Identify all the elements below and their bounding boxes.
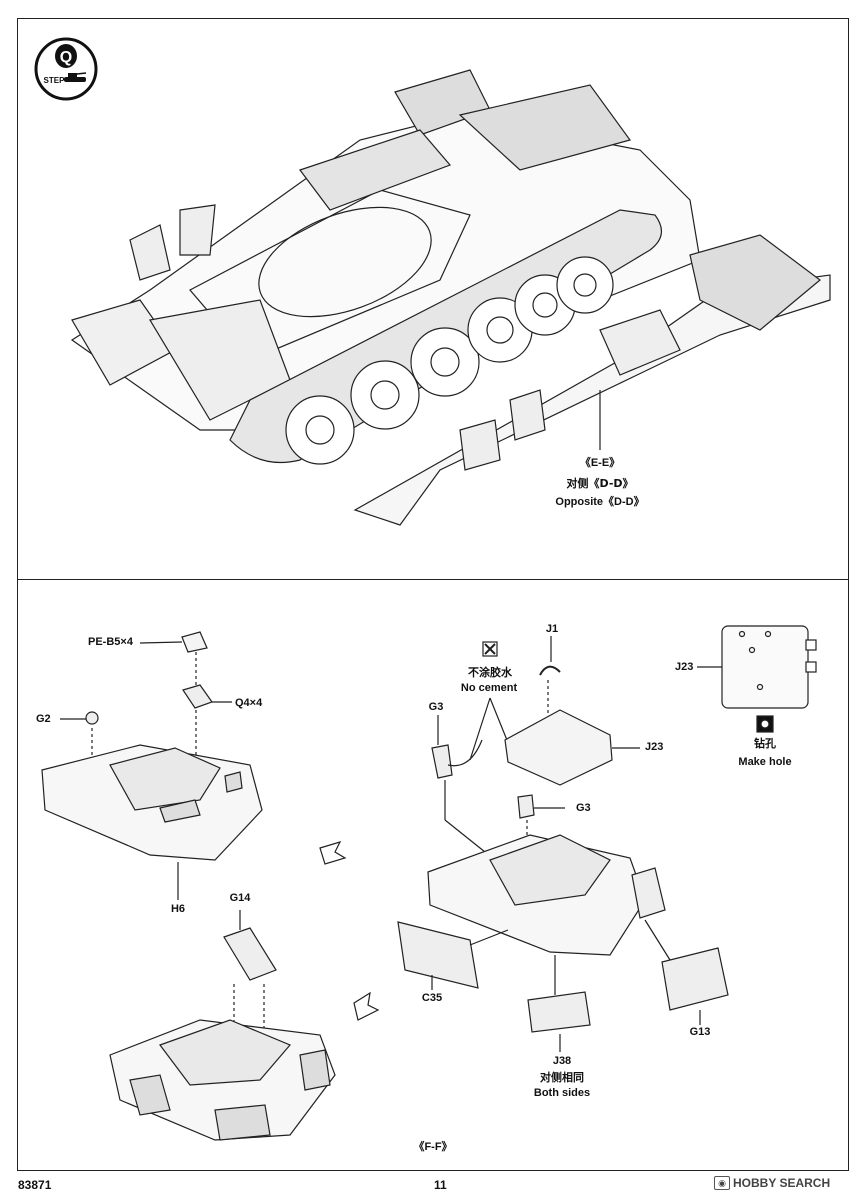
g14-label: G14 — [229, 892, 251, 904]
j23-label-a: J23 — [645, 741, 664, 753]
pe-b5-label: PE-B5×4 — [88, 636, 133, 648]
opposite-en-label: Opposite《D-D》 — [555, 496, 645, 508]
tank-hull-illustration — [70, 69, 831, 526]
page-frame — [17, 18, 849, 1171]
both-sides-en-label: Both sides — [533, 1087, 591, 1099]
g3-label-b: G3 — [576, 802, 591, 814]
q4-label: Q4×4 — [235, 697, 263, 709]
ee-reference-label: 《E-E》 — [579, 457, 621, 469]
svg-text:Q: Q — [60, 49, 72, 66]
make-hole-en-label: Make hole — [738, 756, 792, 768]
h6-label: H6 — [170, 903, 186, 915]
ff-reference-label: 《F-F》 — [413, 1141, 453, 1153]
opposite-cn-label: 对侧《D-D》 — [566, 477, 634, 490]
no-cement-cn-label: 不涂胶水 — [468, 666, 512, 679]
product-code: 83871 — [18, 1178, 52, 1192]
c35-label: C35 — [421, 992, 443, 1004]
g13-label: G13 — [689, 1026, 711, 1038]
no-cement-en-label: No cement — [460, 682, 518, 694]
g3-label-a: G3 — [428, 701, 444, 713]
step-badge: Q STEP — [34, 37, 98, 101]
section-divider — [17, 579, 849, 580]
watermark-text: HOBBY SEARCH — [733, 1176, 831, 1190]
j23-label-b: J23 — [675, 661, 694, 673]
g2-label: G2 — [36, 713, 51, 725]
watermark: ◉ HOBBY SEARCH — [714, 1176, 830, 1190]
svg-text:STEP: STEP — [44, 76, 66, 85]
make-hole-cn-label: 钻孔 — [754, 737, 776, 750]
j38-label: J38 — [552, 1055, 572, 1067]
both-sides-cn-label: 对侧相同 — [540, 1071, 584, 1084]
camera-icon: ◉ — [714, 1176, 730, 1190]
j1-label: J1 — [545, 623, 559, 635]
page-number: 11 — [434, 1178, 447, 1192]
